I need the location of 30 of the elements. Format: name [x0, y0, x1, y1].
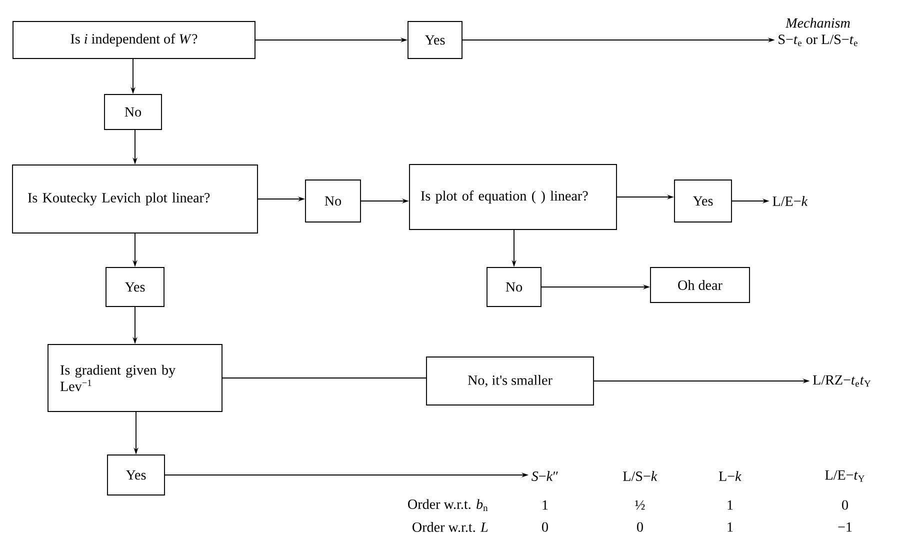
answer-box: No [104, 94, 162, 130]
result-text: L/E−k [772, 196, 808, 206]
table-value: 0 [637, 522, 643, 532]
answer-box: No [486, 267, 542, 307]
answer-box: Yes [106, 267, 164, 307]
table-value: −1 [838, 522, 852, 532]
result-text: L/S−k [623, 471, 658, 481]
result-text: S−k″ [532, 471, 558, 481]
table-value: 0 [542, 522, 548, 532]
answer-box: Oh dear [650, 267, 750, 303]
result-text: Mechanism S−t$_{e}$ or L/S−t$_{e}$ [778, 18, 858, 46]
table-value: 1 [728, 522, 733, 532]
answer-box: Yes [107, 454, 165, 496]
result-text: L/E−t$_{Y}$ [825, 470, 864, 482]
result-text: L−k [718, 471, 742, 481]
table-value: ½ [635, 500, 645, 510]
process-box: Is Koutecky Levich plot linear? [12, 164, 258, 234]
table-value: 1 [728, 500, 733, 510]
answer-box: No [305, 180, 361, 222]
answer-box: Yes [674, 180, 732, 222]
row-label: Order w.r.t. L [412, 522, 488, 532]
table-value: 1 [542, 500, 548, 510]
result-text: L/RZ−t$_{e}$t$_{Y}$ [812, 375, 871, 387]
table-value: 0 [842, 500, 848, 510]
process-box: Is i independent of W? [12, 21, 256, 59]
process-box: Is plot of equation ( ) linear? [409, 164, 617, 230]
row-label: Order w.r.t. b$_{n}$ [408, 499, 488, 511]
process-box: No, it's smaller [426, 356, 594, 406]
answer-box: Yes [408, 21, 462, 59]
process-box: Is gradient given by Lev$^{−1}$ [48, 344, 222, 412]
